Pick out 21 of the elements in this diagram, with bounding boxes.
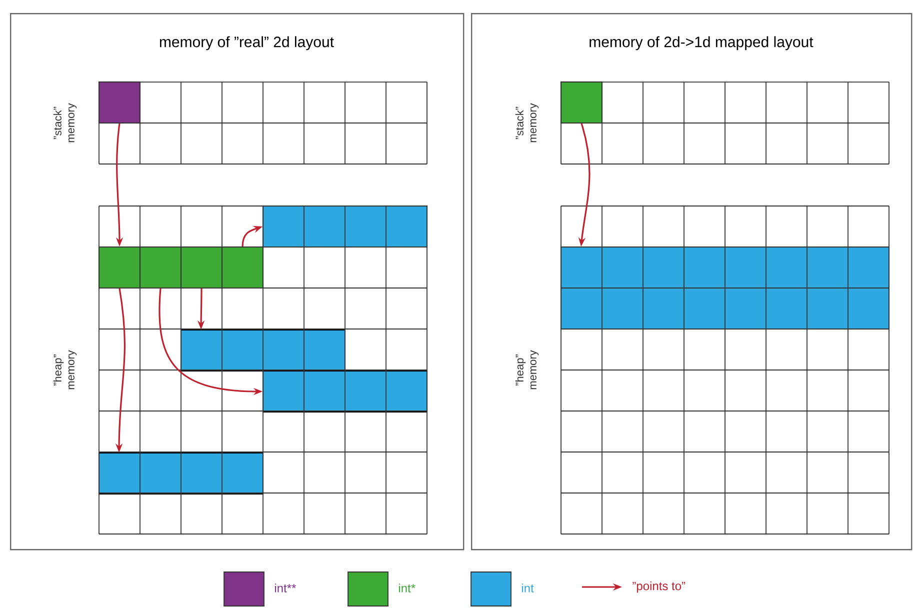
panel-title: memory of ”real” 2d layout: [160, 36, 334, 50]
memory-cell: [180, 246, 222, 288]
memory-cell: [222, 246, 264, 288]
memory-cell: [98, 82, 140, 124]
memory-cell: [180, 330, 346, 372]
memory-cell: [98, 246, 140, 288]
side-label: ”stack” memory: [53, 103, 77, 142]
panel-title: memory of 2d->1d mapped layout: [590, 36, 814, 50]
legend-text: int*: [399, 584, 416, 592]
memory-cell: [560, 246, 890, 330]
legend-text: ”points to”: [632, 581, 686, 593]
side-label: ”heap” memory: [515, 350, 539, 390]
memory-cell: [98, 452, 264, 494]
memory-cell: [140, 246, 182, 288]
memory-cell: [560, 82, 602, 124]
memory-cell: [262, 206, 428, 248]
memory-cell: [262, 370, 428, 412]
side-label: ”stack” memory: [515, 103, 539, 142]
legend-text: int**: [275, 584, 296, 592]
legend-text: int: [522, 584, 534, 592]
side-label: ”heap” memory: [53, 350, 77, 390]
